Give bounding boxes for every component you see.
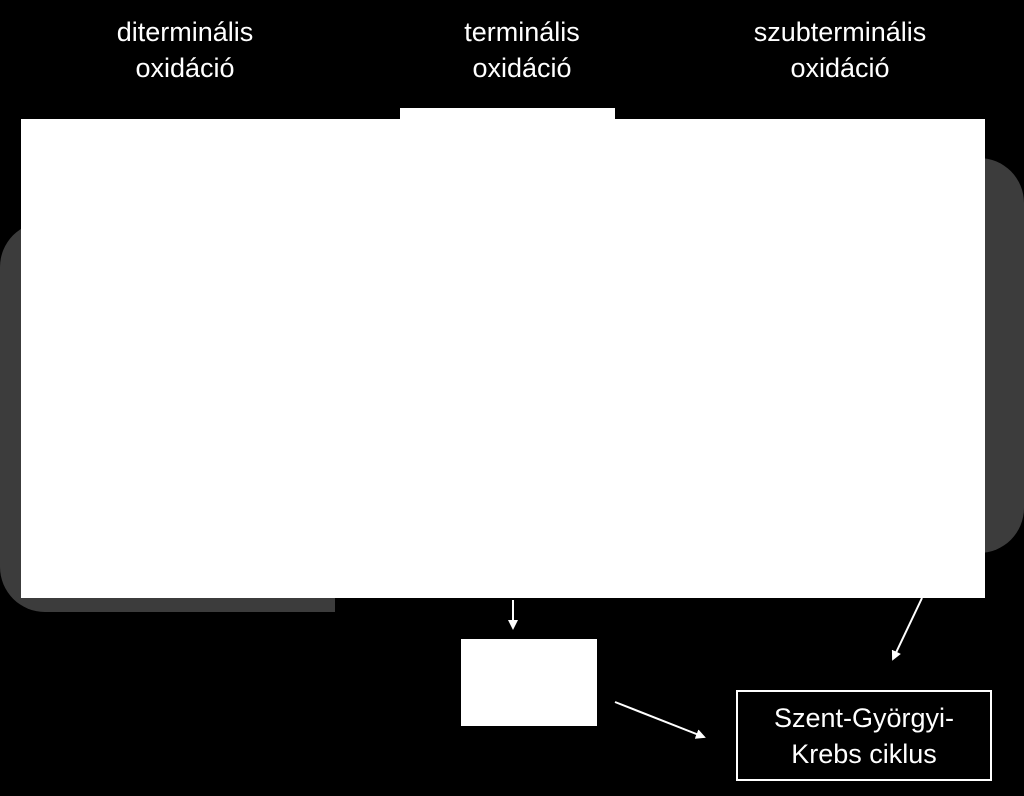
heading-terminal-oxidation: terminális oxidáció (464, 17, 580, 83)
main-white-panel (21, 119, 985, 598)
intermediate-white-box (461, 639, 597, 726)
krebs-cycle-box: Szent-Györgyi- Krebs ciklus (736, 690, 992, 781)
heading-subterminal-oxidation: szubterminális oxidáció (753, 17, 927, 83)
top-notch-block (400, 108, 615, 120)
arrow-box-to-krebs (614, 701, 706, 739)
arrow-subterminal-to-krebs (891, 597, 923, 661)
heading-diterminal-oxidation: diterminális oxidáció (116, 17, 254, 83)
